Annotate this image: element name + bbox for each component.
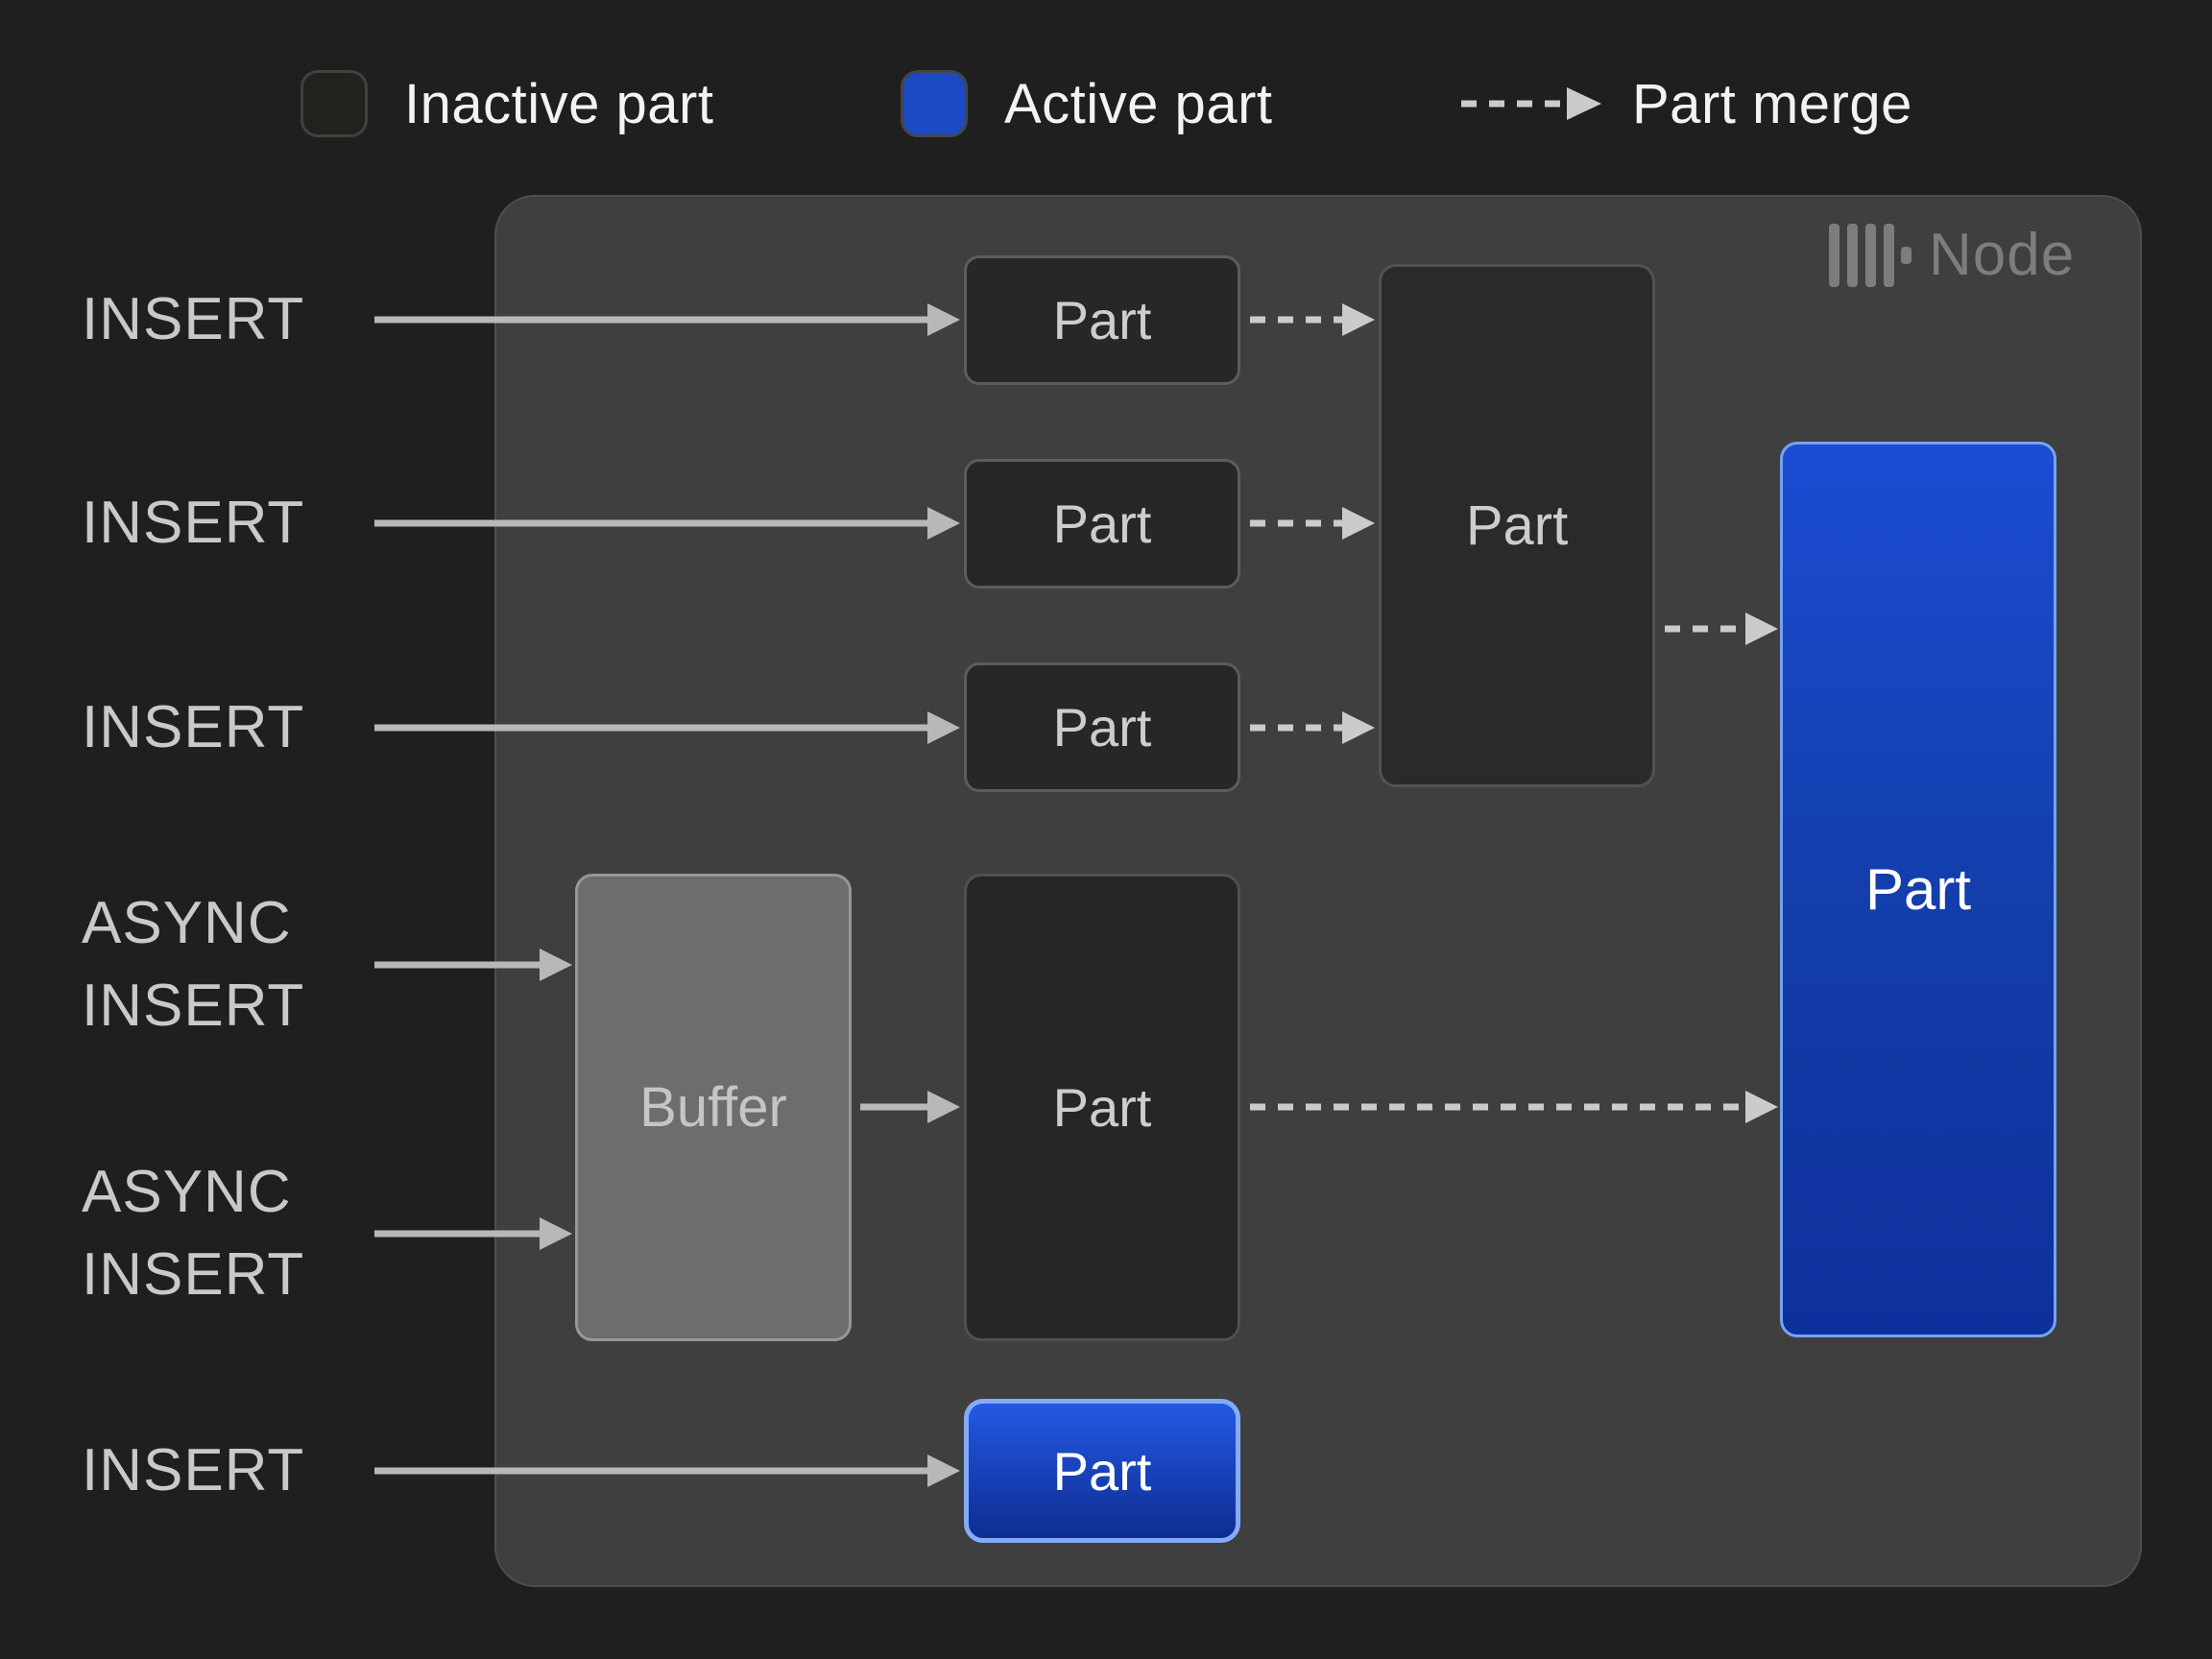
async-insert-label-2: ASYNC INSERT xyxy=(82,1159,305,1308)
legend-item-merge: Part merge xyxy=(1459,70,1912,137)
part-from-buffer-label: Part xyxy=(1052,1077,1152,1138)
part-box-1: Part xyxy=(964,255,1240,385)
inactive-part-swatch xyxy=(301,70,368,137)
part-merge-target-box: Part xyxy=(1379,264,1655,787)
bottom-active-part-label: Part xyxy=(1052,1440,1152,1502)
clickhouse-logo-icon xyxy=(1829,223,1911,287)
part-box-3-label: Part xyxy=(1052,697,1152,757)
legend-active-label: Active part xyxy=(1004,72,1273,135)
buffer-box: Buffer xyxy=(575,874,852,1341)
legend-merge-label: Part merge xyxy=(1632,72,1912,135)
insert-label-3: INSERT xyxy=(82,694,305,760)
part-box-1-label: Part xyxy=(1052,290,1152,350)
insert-label-bottom: INSERT xyxy=(82,1437,305,1503)
active-part-box: Part xyxy=(1780,442,2056,1337)
insert-label-2: INSERT xyxy=(82,490,305,556)
async-insert-label-1: ASYNC INSERT xyxy=(82,890,305,1039)
part-box-2-label: Part xyxy=(1052,493,1152,554)
node-title-label: Node xyxy=(1929,222,2076,288)
part-box-2: Part xyxy=(964,459,1240,589)
node-title: Node xyxy=(1829,221,2075,289)
active-part-label: Part xyxy=(1864,857,1972,922)
part-merge-arrow-icon xyxy=(1461,87,1601,120)
legend-item-inactive: Inactive part xyxy=(301,70,713,137)
legend-inactive-label: Inactive part xyxy=(404,72,714,135)
part-from-buffer-box: Part xyxy=(964,874,1240,1341)
part-box-3: Part xyxy=(964,662,1240,792)
active-part-swatch xyxy=(901,70,968,137)
bottom-active-part-box: Part xyxy=(964,1399,1240,1543)
insert-label-1: INSERT xyxy=(82,286,305,352)
legend-item-active: Active part xyxy=(901,70,1273,137)
buffer-label: Buffer xyxy=(639,1076,787,1139)
part-merge-target-label: Part xyxy=(1465,494,1569,557)
